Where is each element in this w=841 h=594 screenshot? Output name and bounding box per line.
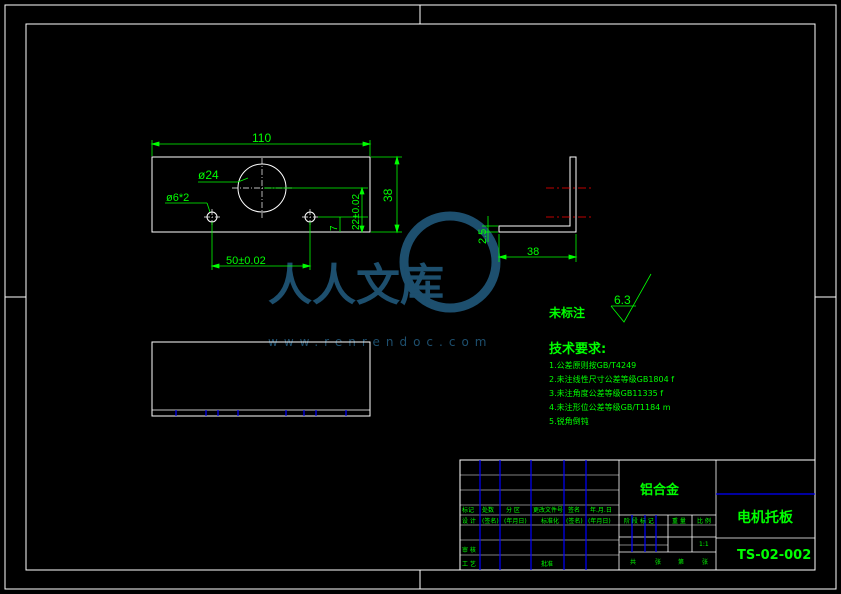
hole-leaders	[165, 177, 249, 213]
sheet-cell: 张	[655, 558, 661, 566]
process-cell: 工 艺	[462, 560, 476, 568]
dim-height-text: 38	[381, 188, 395, 202]
center-lines	[204, 158, 318, 225]
approve-cell: 批准	[541, 560, 553, 568]
dim-thickness	[482, 216, 498, 242]
watermark-ring	[399, 211, 501, 313]
requirement-item: 5.锐角倒钝	[549, 416, 589, 426]
rev-header: 分 区	[506, 506, 520, 514]
rev-header: 签名	[568, 506, 580, 514]
hidden-hole-marks	[175, 410, 347, 416]
role-cell: 设 计	[462, 517, 476, 525]
part-name: 电机托板	[737, 509, 794, 526]
dim-hole-height-text: 22±0.02	[351, 193, 362, 230]
requirement-item: 4.未注形位公差等级GB/T1184 m	[549, 402, 671, 412]
roughness-check-icon	[610, 273, 652, 323]
role-cell: 标准化	[541, 517, 559, 525]
watermark-url: www.renrendoc.com	[268, 335, 492, 349]
dim-height	[371, 155, 402, 234]
roughness-label: 未标注	[548, 305, 585, 320]
roughness-value: 6.3	[614, 293, 631, 307]
front-view: 110 38 22±0.02 7 ø24 ø6*2	[150, 131, 402, 270]
bracket-outline	[498, 156, 577, 233]
dim-length	[150, 140, 372, 156]
requirement-item: 1.公差原则按GB/T4249	[549, 360, 636, 370]
rev-header: 处数	[482, 506, 494, 514]
stage-header: 比 例	[697, 517, 711, 525]
dim-hole-height	[264, 186, 368, 234]
rev-header: 标记	[462, 506, 474, 514]
dim-thickness-text: 2.5	[477, 229, 489, 244]
dim-hole-spacing-text: 50±0.02	[226, 255, 266, 267]
rev-header: 更改文件号	[533, 506, 563, 514]
role-cell: (年月日)	[504, 517, 527, 525]
check-cell: 审 核	[462, 546, 476, 554]
hole-small-label: ø6*2	[166, 192, 189, 204]
sheet-cell: 第	[678, 558, 684, 566]
dim-hole-spacing	[210, 222, 312, 270]
sheet-cell: 共	[630, 558, 636, 566]
requirements-title: 技术要求:	[549, 341, 606, 357]
material: 铝合金	[640, 482, 680, 498]
stage-header: 阶 段 标 记	[624, 517, 654, 525]
scale-value: 1:1	[699, 541, 709, 548]
title-block: 标记 处数 分 区 更改文件号 签名 年.月.日 设 计 (签名) (年月日) …	[459, 459, 816, 571]
requirement-item: 2.未注线性尺寸公差等级GB1804 f	[549, 374, 674, 384]
side-center-lines	[546, 187, 594, 218]
side-view: 38 2.5	[477, 156, 594, 262]
sheet-cell: 张	[702, 558, 708, 566]
bottom-view-outline	[151, 341, 371, 417]
bottom-view	[151, 341, 371, 417]
technical-requirements: 技术要求: 1.公差原则按GB/T4249 2.未注线性尺寸公差等级GB1804…	[549, 341, 674, 426]
watermark-logo: 人人文库	[268, 260, 444, 311]
role-cell: (年月日)	[588, 517, 611, 525]
dim-length-text: 110	[252, 131, 271, 145]
centering-marks	[5, 5, 836, 589]
dim-flange-text: 38	[527, 246, 539, 258]
rev-header: 年.月.日	[590, 506, 612, 514]
watermark: 人人文库 www.renrendoc.com	[268, 211, 501, 349]
stage-header: 重 量	[672, 517, 686, 525]
hole-big-label: ø24	[198, 168, 219, 182]
role-cell: (签名)	[482, 517, 499, 525]
dim-flange	[497, 234, 578, 262]
plate-outline	[151, 156, 371, 233]
requirement-item: 3.未注角度公差等级GB11335 f	[549, 388, 663, 398]
dim-hole-center-text: 7	[329, 225, 340, 231]
drawing-number: TS-02-002	[737, 548, 811, 563]
roughness-symbol: 未标注 6.3	[548, 273, 652, 323]
role-cell: (签名)	[566, 517, 583, 525]
